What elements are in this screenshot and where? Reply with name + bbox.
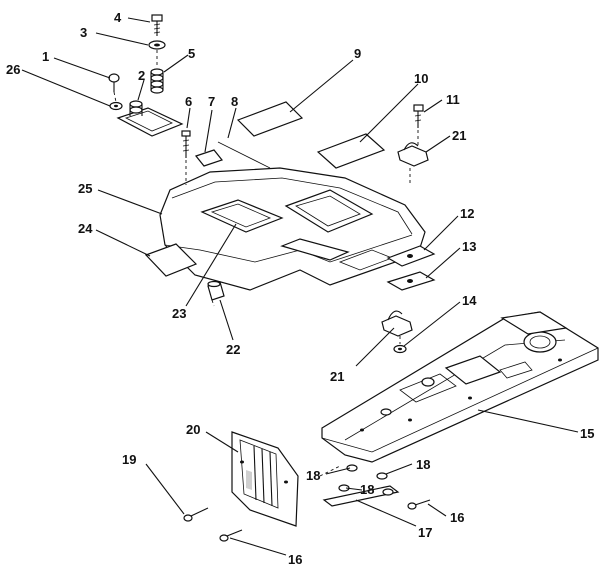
callout-26: 26 (6, 62, 20, 77)
leader-lines (21, 17, 579, 556)
part-21-clip-lower (381, 310, 413, 337)
part-6-screw (181, 130, 191, 158)
part-20-front-plate (231, 431, 299, 527)
callout-18-mid: 18 (360, 482, 374, 497)
callout-1: 1 (42, 49, 49, 64)
callout-21-lower: 21 (330, 369, 344, 384)
part-17-bar (322, 485, 400, 507)
callout-6: 6 (185, 94, 192, 109)
callout-4: 4 (114, 10, 122, 25)
part-10-decal (316, 133, 386, 169)
part-18-spacers (338, 464, 394, 496)
callout-2: 2 (138, 68, 145, 83)
part-9-decal (236, 101, 304, 137)
part-3-washer (148, 40, 166, 50)
callout-3: 3 (80, 25, 87, 40)
callout-11: 11 (446, 92, 460, 107)
callout-18-right: 18 (416, 457, 430, 472)
callout-14: 14 (462, 293, 477, 308)
callout-21-upper: 21 (452, 128, 466, 143)
part-4-bolt (151, 14, 163, 36)
callout-23: 23 (172, 306, 186, 321)
callout-19: 19 (122, 452, 136, 467)
part-11-screw (413, 104, 424, 128)
callout-24: 24 (78, 221, 93, 236)
part-1-pin (108, 73, 120, 92)
part-14-nut (393, 344, 407, 354)
callout-16-right: 16 (450, 510, 464, 525)
part-16-screw-bottom (219, 529, 243, 542)
part-26-nut (109, 101, 123, 111)
part-16-screw-right (407, 499, 431, 510)
callout-9: 9 (354, 46, 361, 61)
part-15-frame (321, 311, 599, 463)
part-19-screw (183, 507, 209, 522)
callout-5: 5 (188, 46, 195, 61)
part-7-decal (194, 149, 224, 167)
callout-17: 17 (418, 525, 432, 540)
part-2-seat-bracket (116, 100, 184, 137)
part-24-decal (144, 243, 198, 277)
callout-25: 25 (78, 181, 92, 196)
part-22-bumper (207, 280, 225, 301)
assembly-lines (113, 50, 419, 477)
part-21-clip-upper (397, 142, 429, 167)
callout-18-left: 18 (306, 468, 320, 483)
callout-22: 22 (226, 342, 240, 357)
part-12-bracket (386, 245, 436, 267)
callout-16-bottom: 16 (288, 552, 302, 567)
callout-10: 10 (414, 71, 428, 86)
part-13-bracket (386, 271, 436, 291)
part-23-seat-plate (200, 199, 284, 233)
callout-8: 8 (231, 94, 238, 109)
callout-13: 13 (462, 239, 476, 254)
callout-12: 12 (460, 206, 474, 221)
part-5-spring (150, 68, 164, 94)
part-8-edge (217, 141, 271, 169)
callout-7: 7 (208, 94, 215, 109)
callout-labels: 4 3 5 1 26 2 6 7 8 9 10 11 21 25 24 12 1… (6, 10, 594, 567)
callout-20: 20 (186, 422, 200, 437)
callout-15: 15 (580, 426, 594, 441)
part-25-fender-pan (159, 167, 426, 291)
